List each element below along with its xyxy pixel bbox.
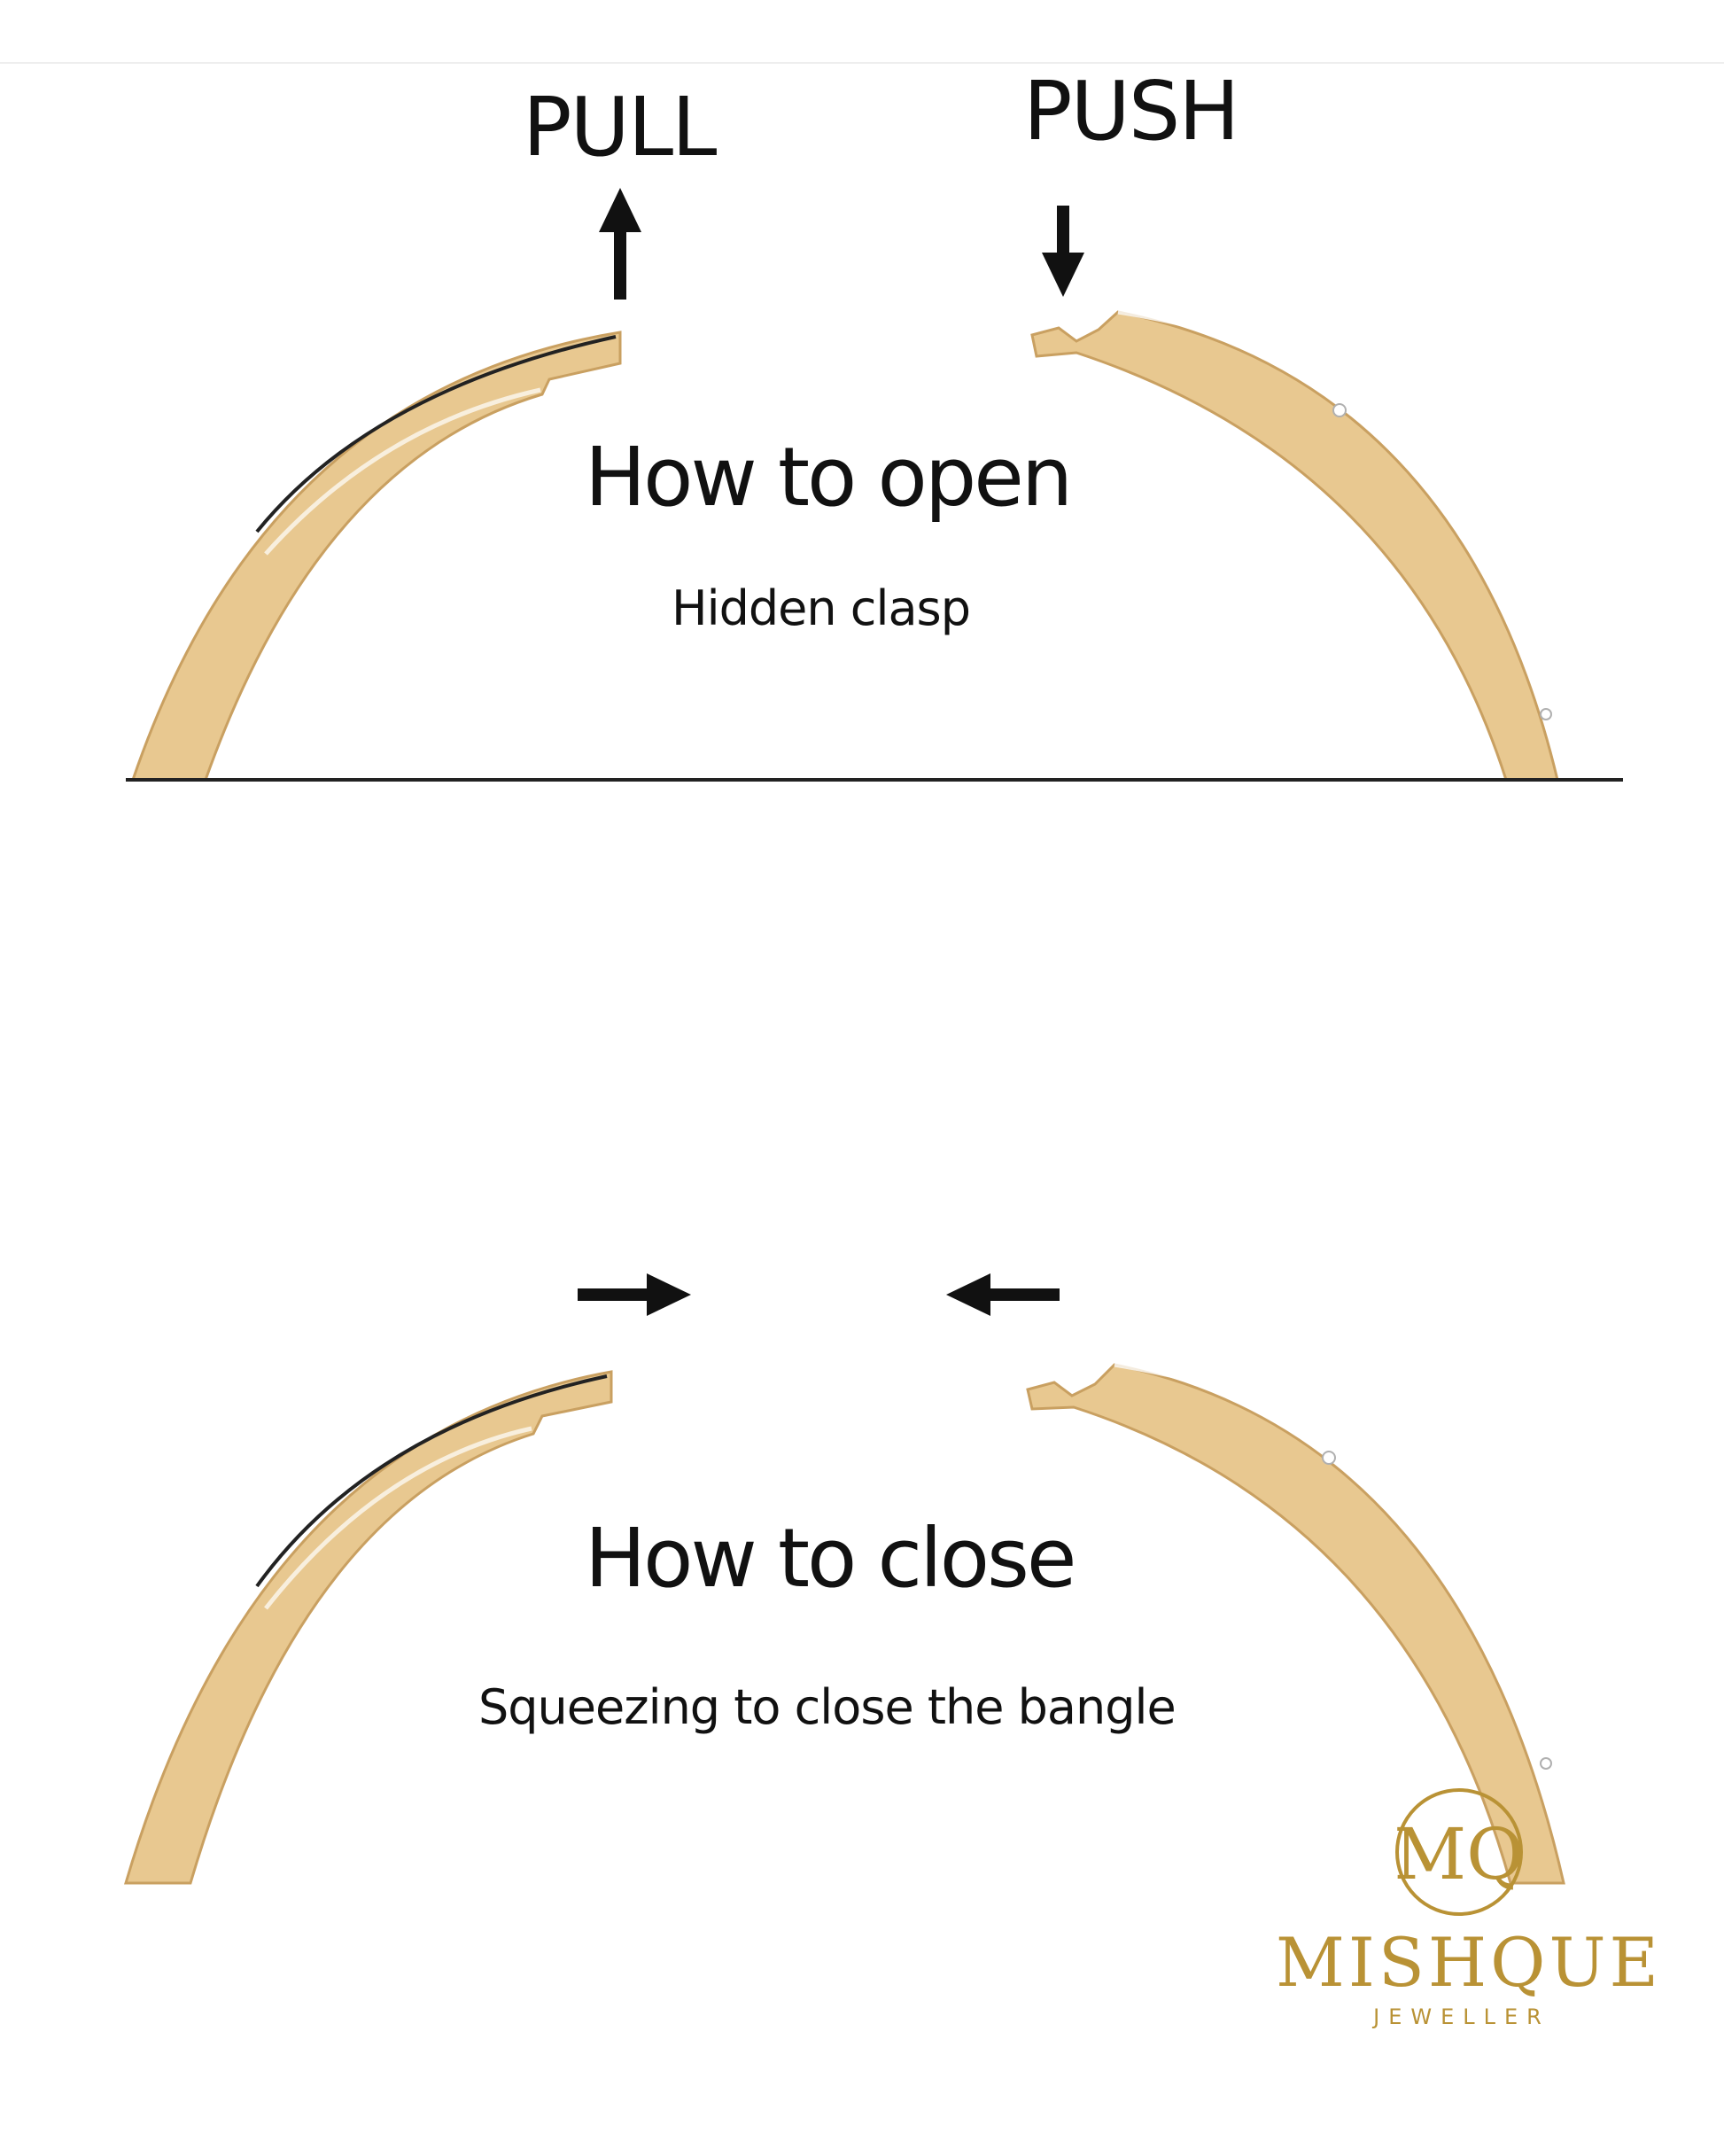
close-title: How to close xyxy=(585,1511,1077,1606)
close-subtitle: Squeezing to close the bangle xyxy=(478,1679,1177,1735)
bangle-left-close xyxy=(123,1370,613,1885)
bangle-right-open xyxy=(1030,309,1559,782)
push-label: PUSH xyxy=(1023,64,1239,159)
open-subtitle: Hidden clasp xyxy=(672,580,971,636)
bangle-left-open xyxy=(130,331,622,782)
brand-name: MISHQUE xyxy=(1276,1923,1663,2002)
monogram-letters: MQ xyxy=(1394,1813,1525,1895)
brand-tagline: JEWELLER xyxy=(1373,2004,1550,2029)
monogram-logo-icon: MQ xyxy=(1394,1788,1525,1916)
arrow-up-icon xyxy=(599,188,641,300)
arrow-right-icon xyxy=(578,1273,691,1316)
bangle-right-close xyxy=(1026,1362,1565,1885)
pull-label: PULL xyxy=(523,80,717,175)
open-title: How to open xyxy=(585,430,1073,525)
arrow-left-icon xyxy=(946,1273,1060,1316)
top-divider xyxy=(0,62,1724,64)
arrow-down-icon xyxy=(1042,206,1084,297)
